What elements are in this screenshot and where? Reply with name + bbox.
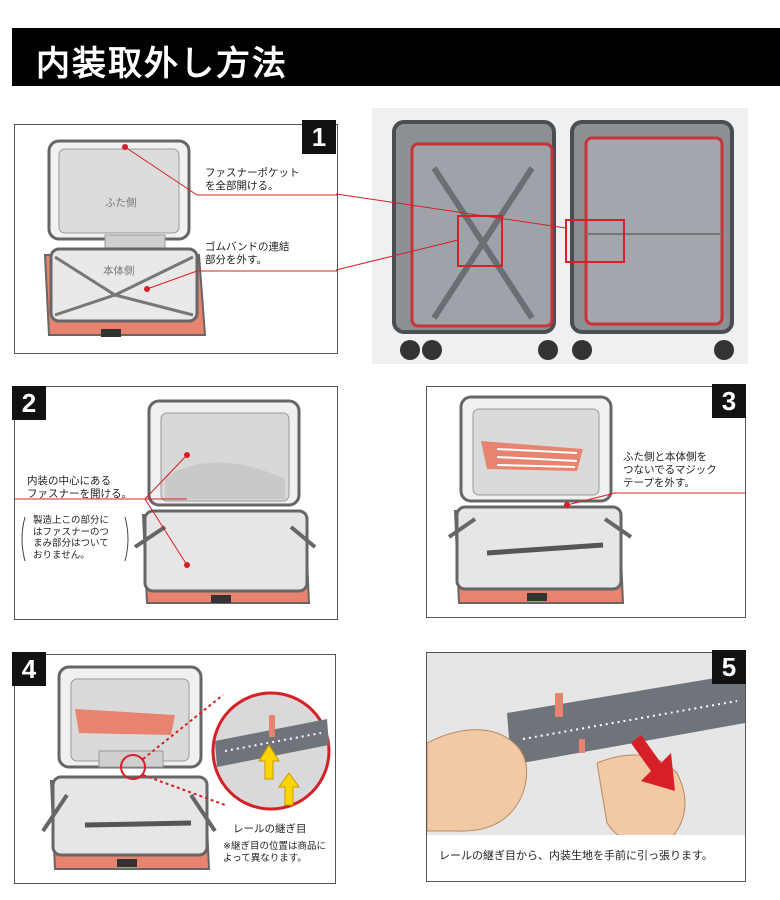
- suitcase-photo: [372, 108, 748, 364]
- no-zipper-pull-note: 製造上この部分に はファスナーのつ まみ部分はついて おりません。: [33, 515, 110, 561]
- step-4-badge: 4: [12, 652, 46, 686]
- step-2-illustration: [15, 399, 317, 604]
- step-5-panel: レールの継ぎ目から、内装生地を手前に引っ張ります。: [426, 652, 746, 882]
- rail-seam-note: ※継ぎ目の位置は商品に よって異なります。: [223, 841, 326, 864]
- step-1-illustration: [43, 139, 337, 337]
- velcro-note: ふた側と本体側を つないでるマジック テープを外す。: [623, 451, 717, 489]
- body-side-label: 本体側: [103, 265, 135, 277]
- step-1-panel: ふた側 本体側 ファスナーポケット を全部開ける。 ゴムバンドの連結 部分を外す…: [14, 124, 338, 354]
- step-3-badge: 3: [712, 384, 746, 418]
- step-1-badge: 1: [302, 120, 336, 154]
- step-4-illustration: [41, 665, 331, 870]
- step-5-illustration: [427, 653, 745, 881]
- step-2-panel: 内装の中心にある ファスナーを開ける。 製造上この部分に はファスナーのつ まみ…: [14, 386, 338, 620]
- pull-lining-note: レールの継ぎ目から、内装生地を手前に引っ張ります。: [439, 849, 713, 862]
- step-3-panel: ふた側と本体側を つないでるマジック テープを外す。: [426, 386, 746, 618]
- step-3-illustration: [447, 395, 745, 604]
- center-zipper-note: 内装の中心にある ファスナーを開ける。: [27, 475, 132, 500]
- title-bar: 内装取外し方法: [12, 28, 780, 86]
- rubber-band-note: ゴムバンドの連結 部分を外す。: [205, 241, 290, 266]
- step-2-badge: 2: [12, 386, 46, 420]
- zipper-pocket-note: ファスナーポケット を全部開ける。: [205, 167, 300, 192]
- lid-side-label: ふた側: [105, 197, 137, 209]
- step-5-badge: 5: [712, 650, 746, 684]
- page-title: 内装取外し方法: [36, 44, 288, 84]
- step-4-panel: レールの継ぎ目 ※継ぎ目の位置は商品に よって異なります。: [14, 654, 336, 884]
- rail-seam-label: レールの継ぎ目: [233, 823, 307, 835]
